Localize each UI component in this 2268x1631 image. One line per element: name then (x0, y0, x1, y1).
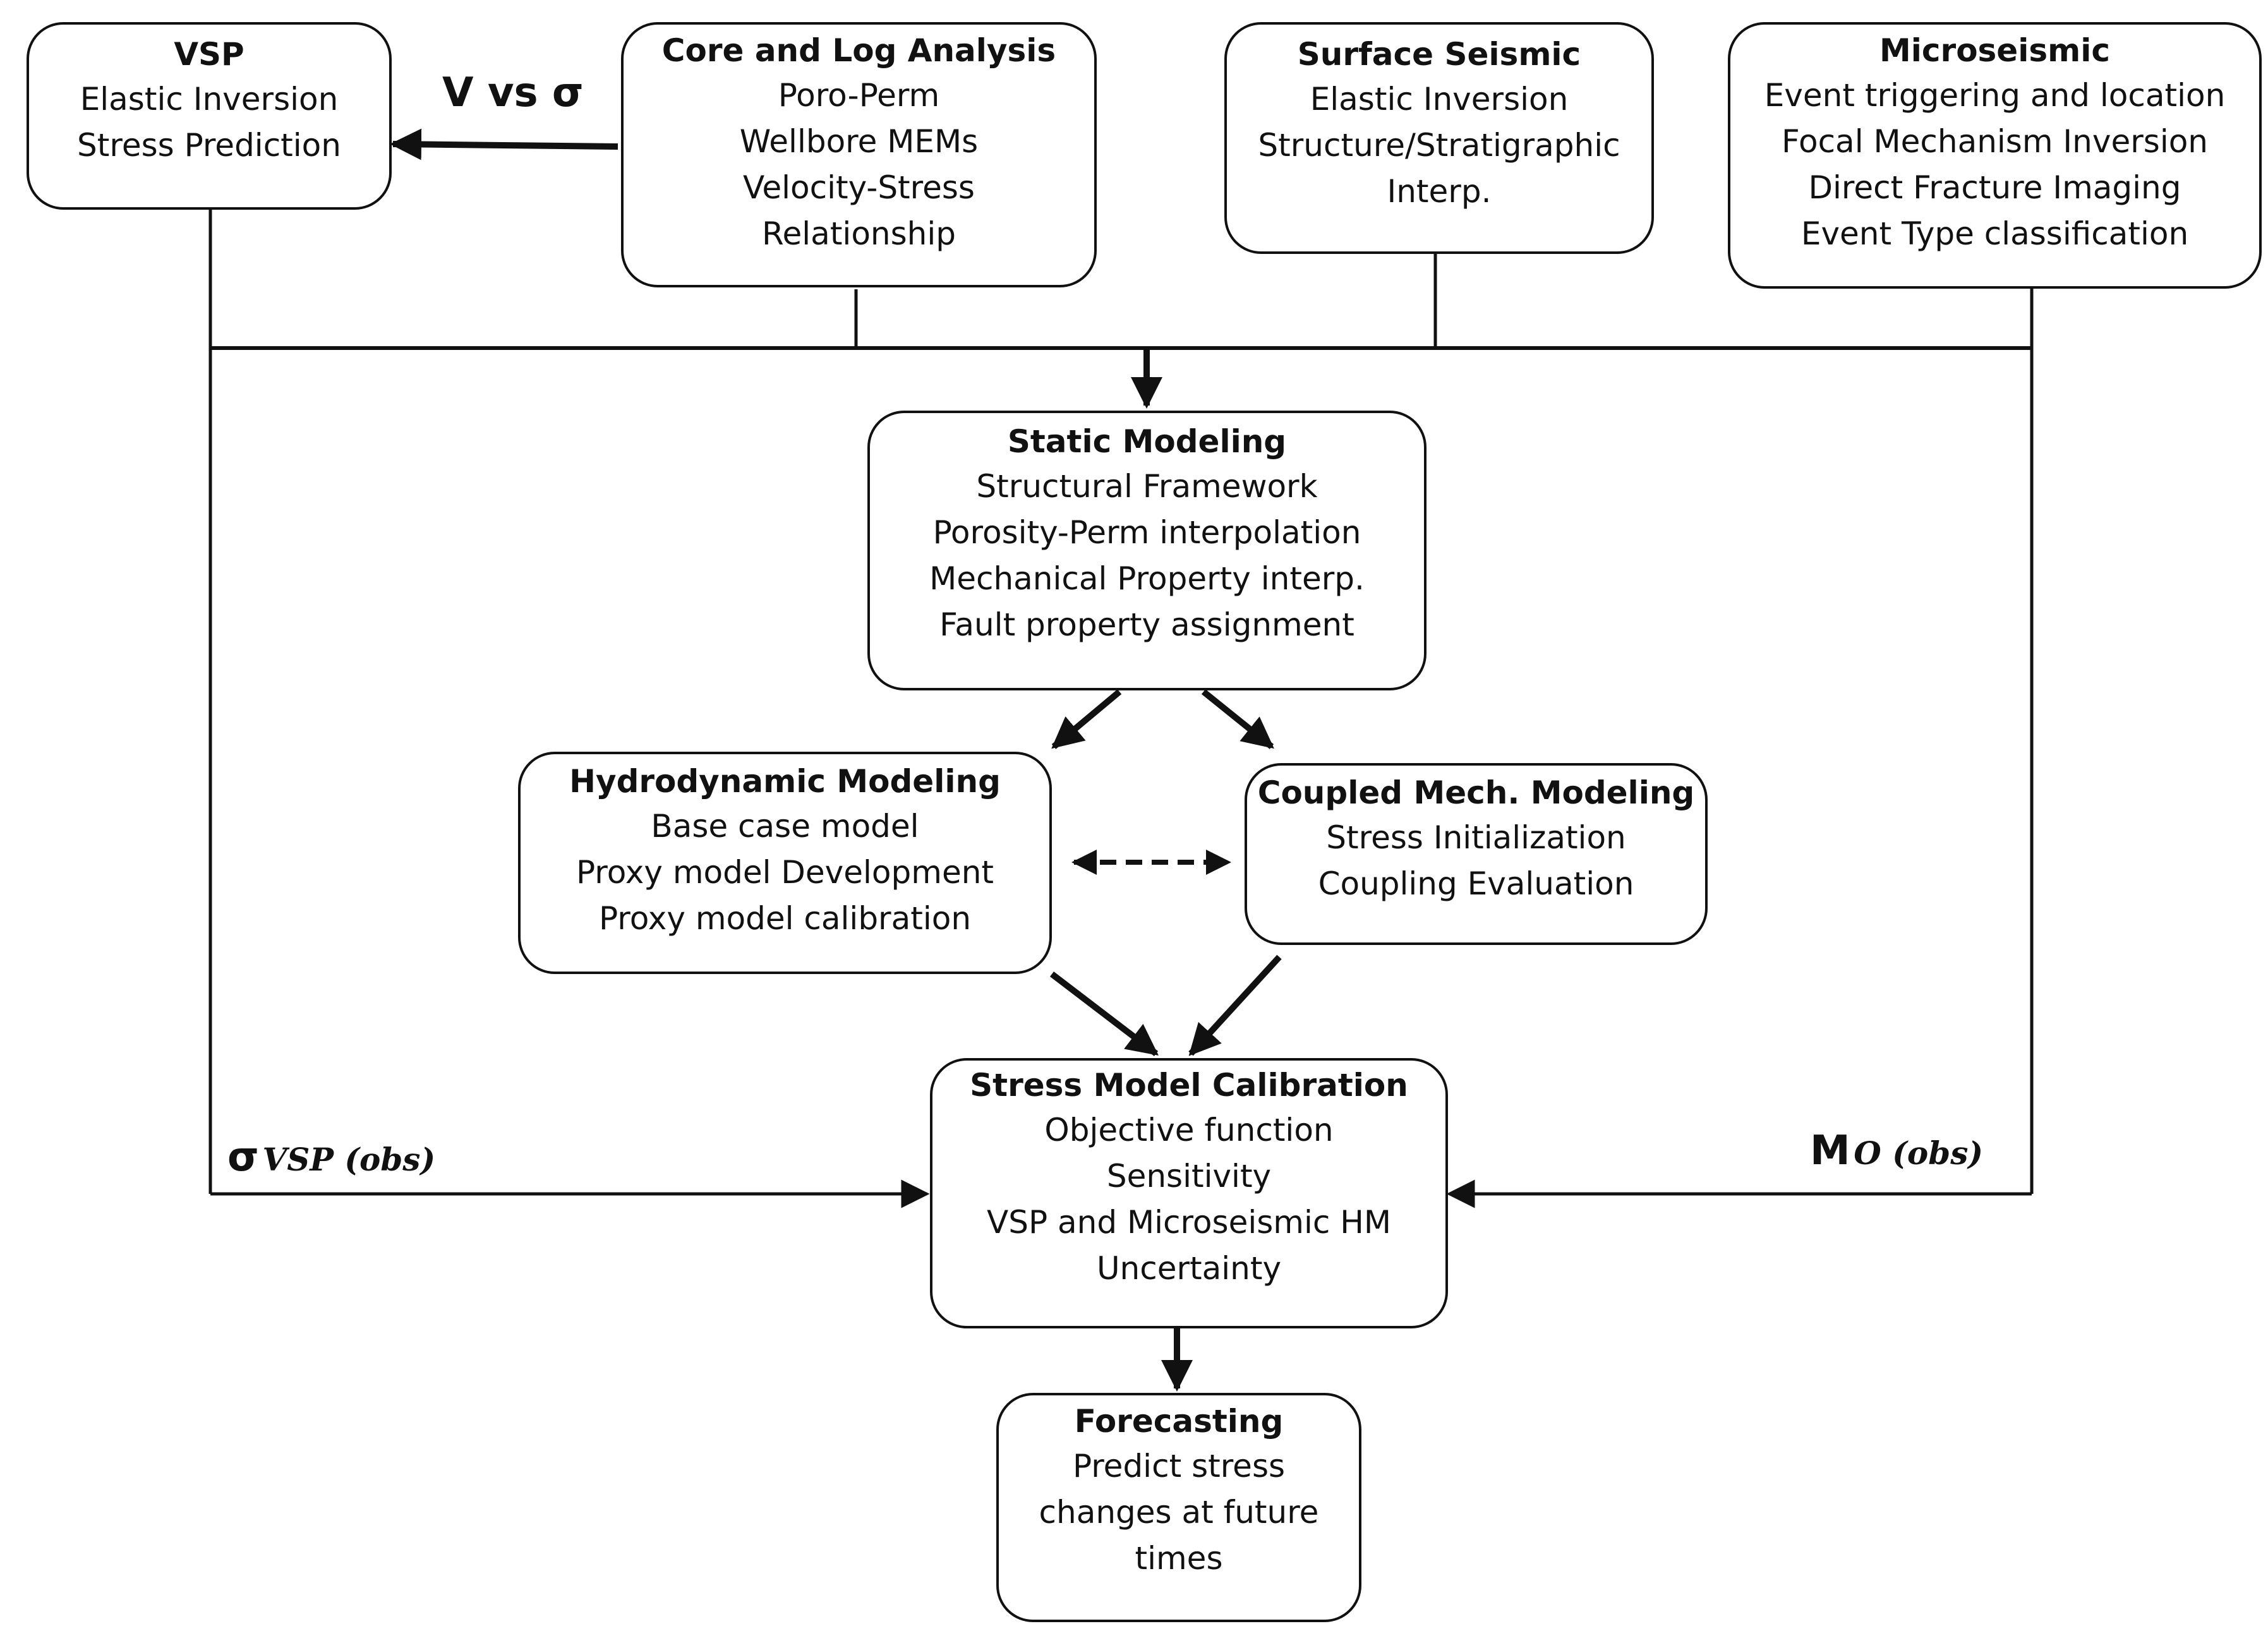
stress-model-calibration-box: Stress Model Calibration Objective funct… (930, 1058, 1448, 1328)
m-symbol: M (1810, 1128, 1850, 1174)
core-line: Relationship (762, 215, 956, 252)
core-log-analysis-box: Core and Log Analysis Poro-Perm Wellbore… (621, 22, 1097, 287)
sigma-vsp-obs-label: σ VSP (obs) (227, 1134, 435, 1181)
core-title: Core and Log Analysis (661, 32, 1056, 69)
static-line: Porosity-Perm interpolation (932, 514, 1361, 551)
surface-line: Structure/Stratigraphic (1258, 127, 1620, 164)
micro-line: Event triggering and location (1764, 77, 2226, 114)
core-line: Wellbore MEMs (739, 123, 979, 160)
micro-line: Event Type classification (1801, 215, 2189, 252)
micro-title: Microseismic (1879, 32, 2110, 69)
forecast-line: Predict stress (1072, 1448, 1286, 1484)
static-to-coupled-arrow (1201, 689, 1274, 749)
static-modeling-box: Static Modeling Structural Framework Por… (867, 411, 1427, 690)
surface-line: Interp. (1387, 173, 1492, 210)
calib-line: VSP and Microseismic HM (987, 1204, 1391, 1241)
hydro-line: Proxy model calibration (598, 900, 972, 937)
vsp-title: VSP (174, 36, 244, 73)
micro-line: Focal Mechanism Inversion (1782, 123, 2208, 160)
static-to-hydro-arrow (1051, 689, 1122, 749)
v-vs-sigma-label: V vs σ (442, 69, 584, 116)
calib-line: Uncertainty (1096, 1250, 1282, 1287)
forecast-title: Forecasting (1074, 1403, 1284, 1440)
sigma-symbol: σ (227, 1134, 259, 1181)
coupled-title: Coupled Mech. Modeling (1257, 774, 1695, 811)
hydro-line: Proxy model Development (576, 854, 994, 891)
hydro-to-calib-arrow (1049, 972, 1159, 1056)
coupled-mech-modeling-box: Coupled Mech. Modeling Stress Initializa… (1245, 763, 1708, 945)
calib-line: Objective function (1044, 1112, 1334, 1148)
m-obs-label: M O (obs) (1810, 1128, 1983, 1174)
sigma-subscript: VSP (obs) (262, 1141, 436, 1178)
hydrodynamic-modeling-box: Hydrodynamic Modeling Base case model Pr… (518, 752, 1052, 974)
core-line: Poro-Perm (778, 77, 940, 114)
coupled-line: Stress Initialization (1326, 819, 1626, 856)
v-vs-sigma-arrow (390, 128, 618, 160)
micro-line: Direct Fracture Imaging (1808, 169, 2181, 206)
static-line: Fault property assignment (939, 606, 1354, 643)
surface-line: Elastic Inversion (1310, 81, 1569, 117)
microseismic-box: Microseismic Event triggering and locati… (1728, 22, 2262, 289)
forecast-line: changes at future (1039, 1494, 1319, 1531)
static-title: Static Modeling (1007, 423, 1287, 460)
vsp-line: Elastic Inversion (80, 81, 339, 117)
static-line: Structural Framework (976, 468, 1318, 505)
forecast-line: times (1135, 1540, 1223, 1577)
static-line: Mechanical Property interp. (929, 560, 1365, 597)
surface-seismic-box: Surface Seismic Elastic Inversion Struct… (1224, 22, 1654, 254)
m-subscript: O (obs) (1854, 1134, 1984, 1172)
surface-title: Surface Seismic (1297, 36, 1581, 73)
core-line: Velocity-Stress (743, 169, 975, 206)
hydro-title: Hydrodynamic Modeling (569, 763, 1001, 800)
forecasting-box: Forecasting Predict stress changes at fu… (996, 1393, 1361, 1622)
hydro-line: Base case model (651, 808, 919, 845)
coupled-to-calib-arrow (1188, 954, 1282, 1056)
coupled-line: Coupling Evaluation (1318, 865, 1634, 902)
vsp-line: Stress Prediction (77, 127, 341, 164)
vsp-box: VSP Elastic Inversion Stress Prediction (27, 22, 392, 210)
calib-line: Sensitivity (1106, 1158, 1272, 1195)
calib-title: Stress Model Calibration (970, 1067, 1408, 1104)
